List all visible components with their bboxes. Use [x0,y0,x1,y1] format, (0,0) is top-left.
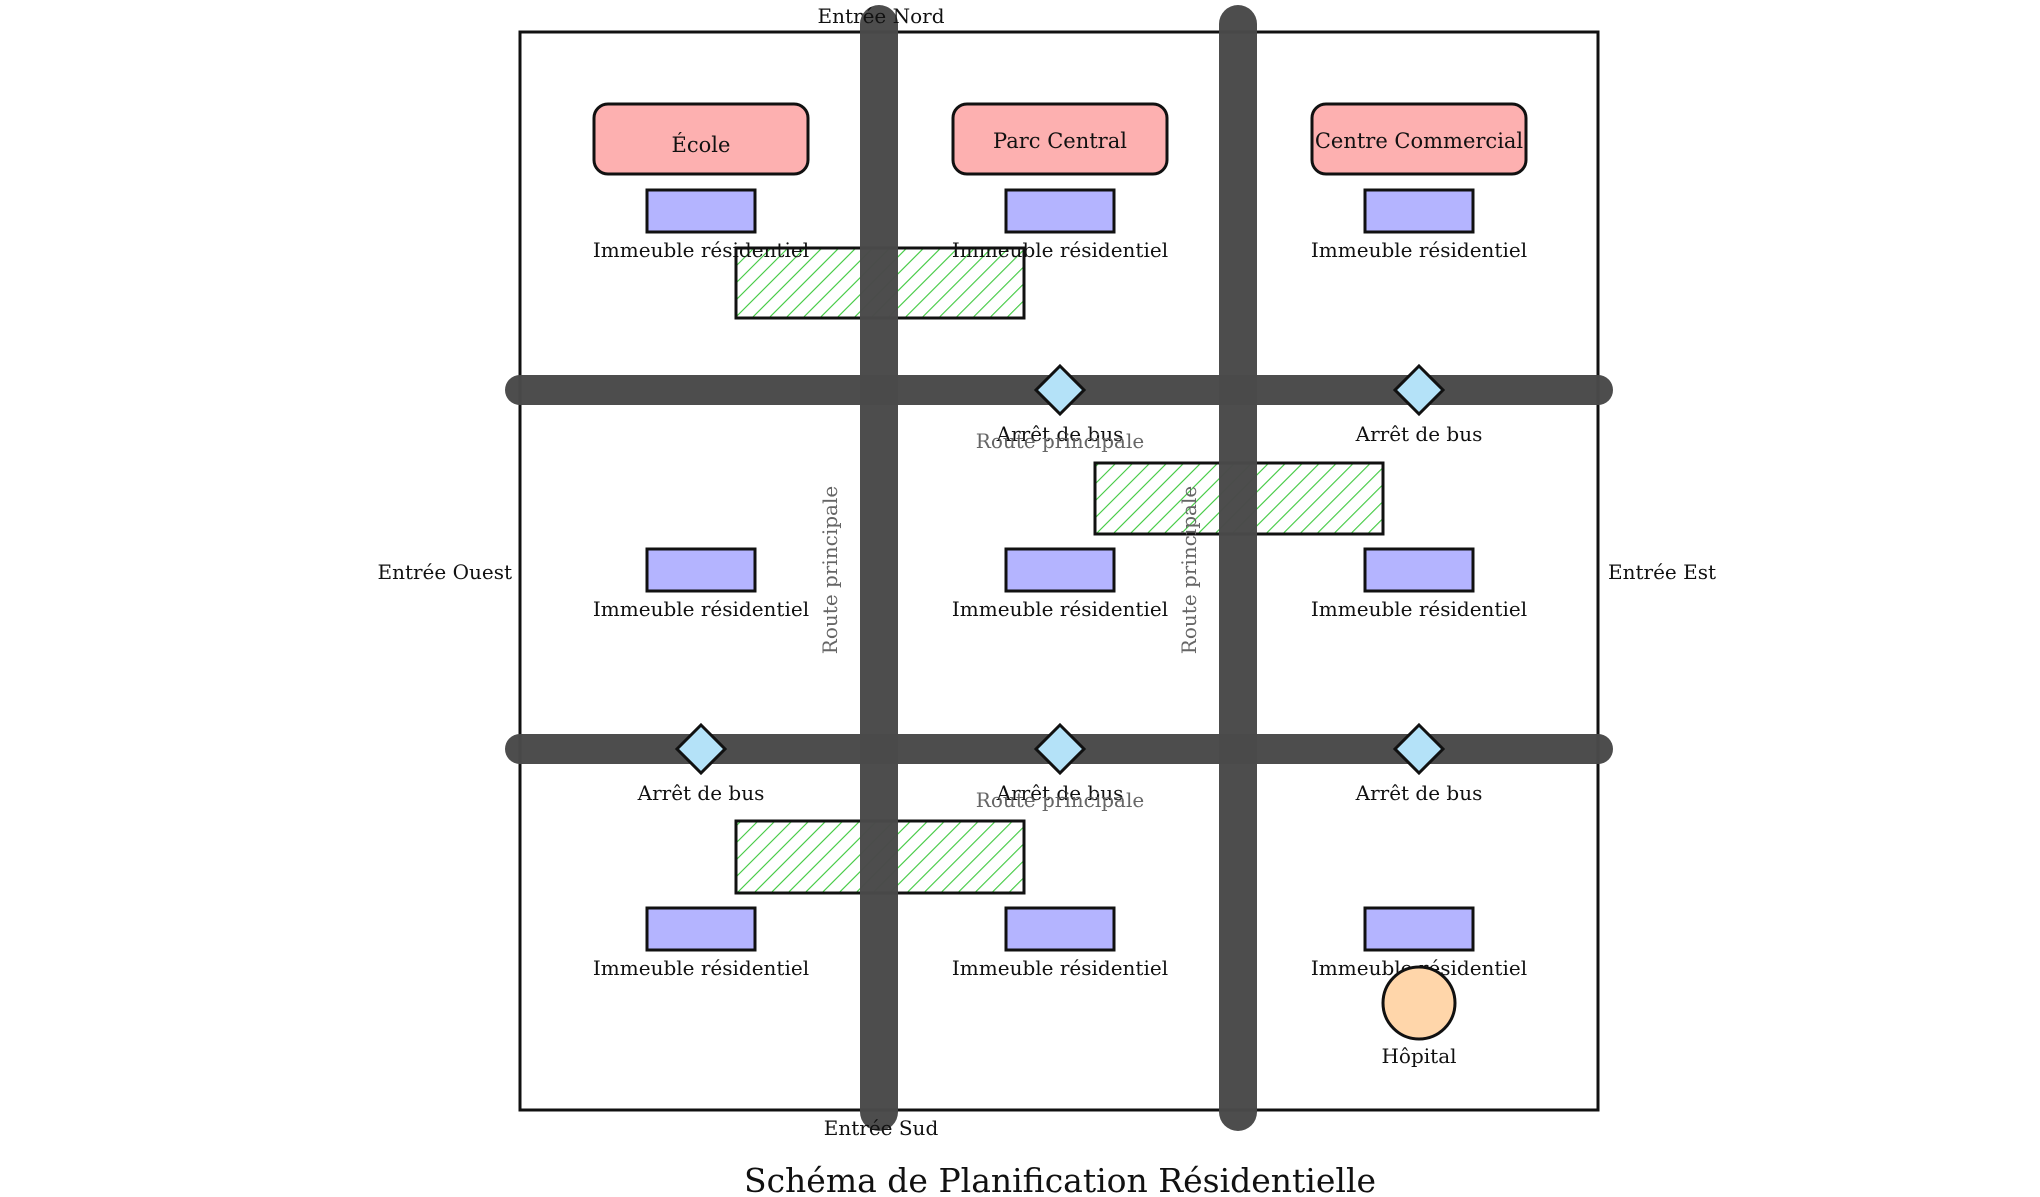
residential-building-4 [645,547,757,593]
shopping-center-building [1310,102,1528,176]
residential-building-3 [1363,188,1475,234]
bus-stop-label-2: Arrêt de bus [1355,422,1483,446]
bus-stop-2 [1392,363,1446,417]
residential-building-5 [1004,547,1116,593]
residential-building-8 [1004,906,1116,952]
bus-stop-1 [1033,363,1087,417]
residential-label-3: Immeuble résidentiel [1311,238,1527,262]
road-label-v1: Route principale [818,486,842,654]
shopping-center-label: Centre Commercial [1315,129,1524,153]
residential-label-6: Immeuble résidentiel [1311,597,1527,621]
bus-stop-label-3: Arrêt de bus [637,781,765,805]
bus-stop-4 [1033,722,1087,776]
bus-stop-label-1: Arrêt de bus [996,422,1124,446]
residential-building-2 [1004,188,1116,234]
hospital-marker [1381,965,1457,1041]
entrance-north-label: Entrée Nord [817,4,944,28]
residential-label-1: Immeuble résidentiel [593,238,809,262]
residential-building-7 [645,906,757,952]
residential-label-2: Immeuble résidentiel [952,238,1168,262]
bus-stop-label-5: Arrêt de bus [1355,781,1483,805]
bus-stop-label-4: Arrêt de bus [996,781,1124,805]
bus-stop-3 [674,722,728,776]
residential-label-4: Immeuble résidentiel [593,597,809,621]
central-park-building [951,102,1169,176]
road-label-v2: Route principale [1177,486,1201,654]
entrance-west-label: Entrée Ouest [377,560,512,584]
central-park-label: Parc Central [993,129,1127,153]
residential-building-1 [645,188,757,234]
road-label-h1: Route principale [976,429,1144,453]
hospital-label: Hôpital [1381,1044,1456,1068]
residential-label-5: Immeuble résidentiel [952,597,1168,621]
residential-building-9 [1363,906,1475,952]
road-label-h2: Route principale [976,788,1144,812]
entrance-east-label: Entrée Est [1608,560,1716,584]
bus-stop-5 [1392,722,1446,776]
school-label: École [672,133,731,157]
residential-building-6 [1363,547,1475,593]
school-building [592,102,810,176]
residential-label-7: Immeuble résidentiel [593,956,809,980]
site-boundary [518,30,1600,1112]
entrance-south-label: Entrée Sud [824,1116,939,1140]
diagram-title: Schéma de Planification Résidentielle [744,1161,1376,1197]
residential-label-8: Immeuble résidentiel [952,956,1168,980]
